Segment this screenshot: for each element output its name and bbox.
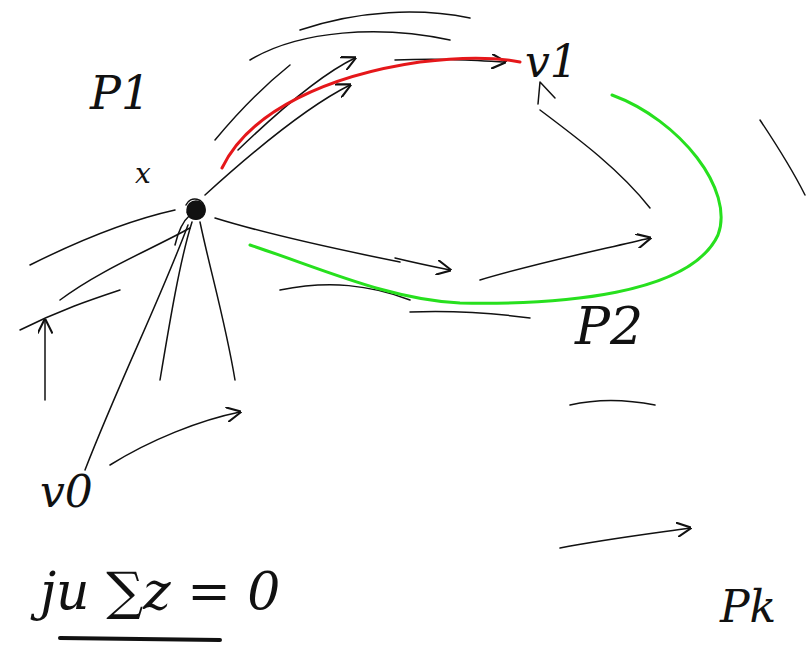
path-label: P1 xyxy=(90,70,150,116)
equation-note: ju ∑z = 0 xyxy=(40,565,280,617)
path-label: P2 xyxy=(575,300,643,352)
red-path xyxy=(222,58,520,168)
vertex-label: v0 xyxy=(40,470,93,514)
green-path xyxy=(250,95,721,303)
path-label: Pk xyxy=(720,585,776,629)
vertex-label: x xyxy=(135,160,151,188)
pen-strokes xyxy=(20,12,805,640)
vertex-label: v1 xyxy=(525,40,578,84)
